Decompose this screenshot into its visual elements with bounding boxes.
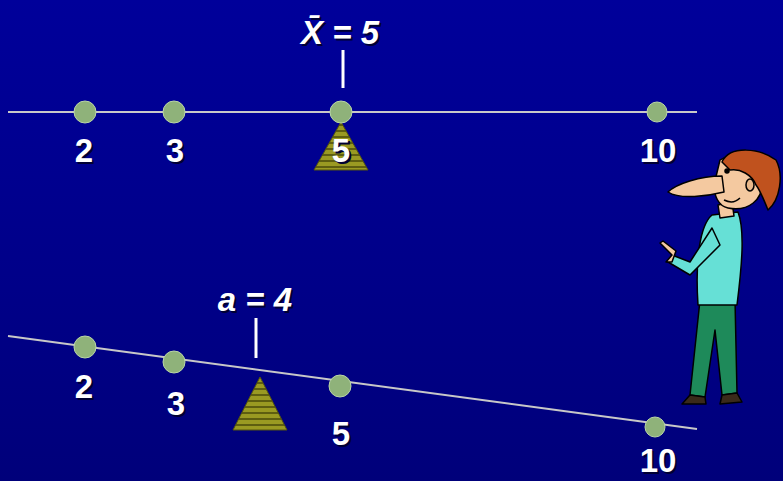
value-label: 5 bbox=[332, 416, 350, 452]
value-label: 2 bbox=[75, 369, 93, 405]
value-label: 10 bbox=[640, 443, 677, 479]
level-beam bbox=[8, 50, 697, 170]
value-label: 10 bbox=[640, 133, 677, 169]
cartoon-man bbox=[660, 150, 780, 404]
value-label: 5 bbox=[332, 133, 350, 169]
mean-label: X̄ = 5 bbox=[301, 15, 379, 51]
pivot-label: a = 4 bbox=[218, 282, 292, 318]
value-label: 3 bbox=[166, 133, 184, 169]
tilted-beam bbox=[8, 318, 697, 437]
value-label: 3 bbox=[167, 386, 185, 422]
value-label: 2 bbox=[75, 133, 93, 169]
